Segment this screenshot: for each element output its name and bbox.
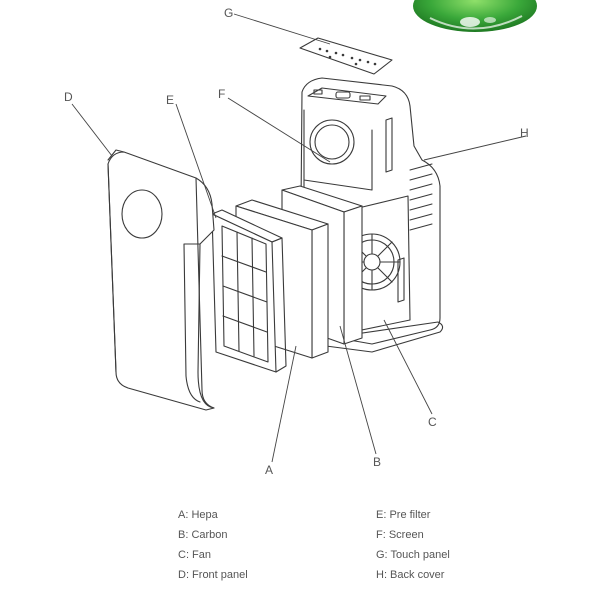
legend-item-front-panel: D: Front panel — [178, 569, 248, 581]
legend-item-hepa: A: Hepa — [178, 509, 218, 521]
legend-item-screen: F: Screen — [376, 529, 424, 541]
legend-item-fan: C: Fan — [178, 549, 212, 561]
front-panel-part — [107, 149, 215, 411]
callout-a: A — [265, 463, 273, 477]
callout-f: F — [218, 87, 225, 101]
callout-h: H — [520, 126, 529, 140]
callout-b: B — [373, 455, 381, 469]
callout-c: C — [428, 415, 437, 429]
parts-legend: A: Hepa B: Carbon C: Fan D: Front panel … — [0, 505, 600, 595]
legend-item-pre-filter: E: Pre filter — [376, 509, 431, 521]
callout-d: D — [64, 90, 73, 104]
callout-e: E — [166, 93, 174, 107]
leader-lines — [71, 13, 527, 463]
legend-column-left: A: Hepa B: Carbon C: Fan D: Front panel — [178, 505, 248, 585]
leaf-logo — [413, 0, 537, 32]
touch-panel-part — [299, 37, 393, 75]
legend-item-back-cover: H: Back cover — [376, 569, 445, 581]
legend-item-carbon: B: Carbon — [178, 529, 228, 541]
callout-g: G — [224, 6, 233, 20]
legend-column-right: E: Pre filter F: Screen G: Touch panel H… — [376, 505, 450, 585]
pre-filter-part — [211, 209, 287, 373]
legend-item-touch-panel: G: Touch panel — [376, 549, 450, 561]
